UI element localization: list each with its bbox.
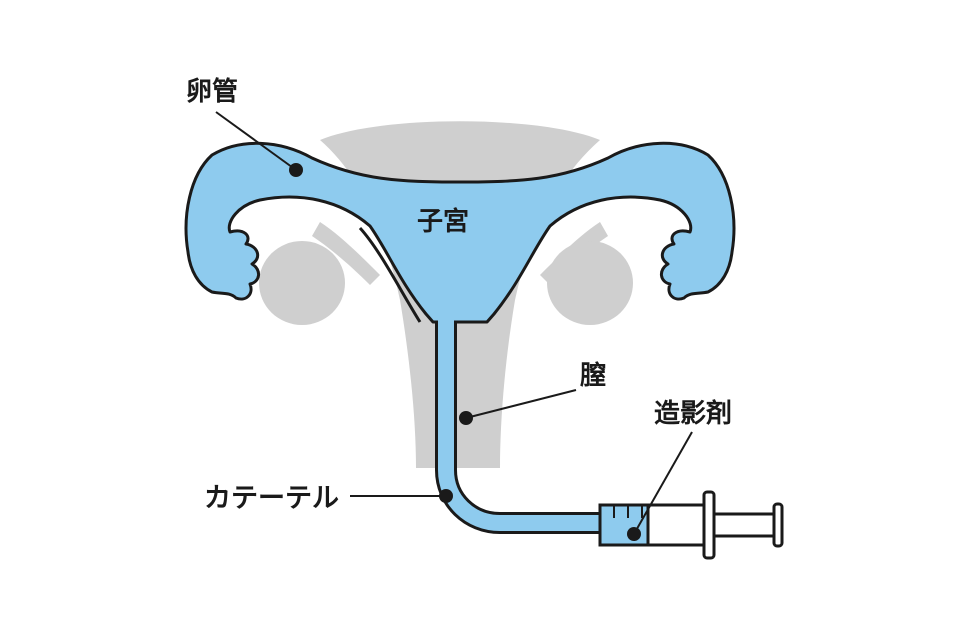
dot-vagina — [459, 411, 473, 425]
leader-fallopian-tube — [215, 111, 297, 171]
dot-fallopian-tube — [289, 163, 303, 177]
uterus-outer-outline — [358, 226, 422, 323]
label-catheter: カテーテル — [204, 483, 339, 514]
label-uterus: 子宮 — [417, 206, 469, 237]
label-fallopian-tube: 卵管 — [186, 77, 238, 107]
dot-catheter — [439, 489, 453, 503]
label-contrast-agent: 造影剤 — [654, 398, 732, 429]
uterus-tubes-contrast — [184, 141, 736, 324]
label-vagina: 膣 — [579, 360, 606, 391]
syringe-contrast-fill — [598, 503, 650, 547]
leader-vagina — [465, 389, 577, 419]
catheter-tube-fill — [438, 320, 602, 531]
leader-contrast-agent — [633, 431, 693, 535]
ligament-left — [312, 222, 380, 285]
labels: 卵管 子宮 膣 造影剤 カテーテル — [186, 77, 732, 514]
dot-contrast-agent — [627, 527, 641, 541]
syringe — [598, 490, 784, 560]
syringe-graduations — [613, 505, 643, 518]
syringe-plunger-rod — [712, 512, 778, 538]
catheter — [435, 320, 602, 534]
ovary-right — [547, 241, 633, 325]
syringe-plunger-thumb — [772, 502, 784, 548]
contrast-filled-organs — [184, 141, 736, 324]
callouts — [215, 111, 693, 541]
ovary-left — [259, 241, 345, 325]
